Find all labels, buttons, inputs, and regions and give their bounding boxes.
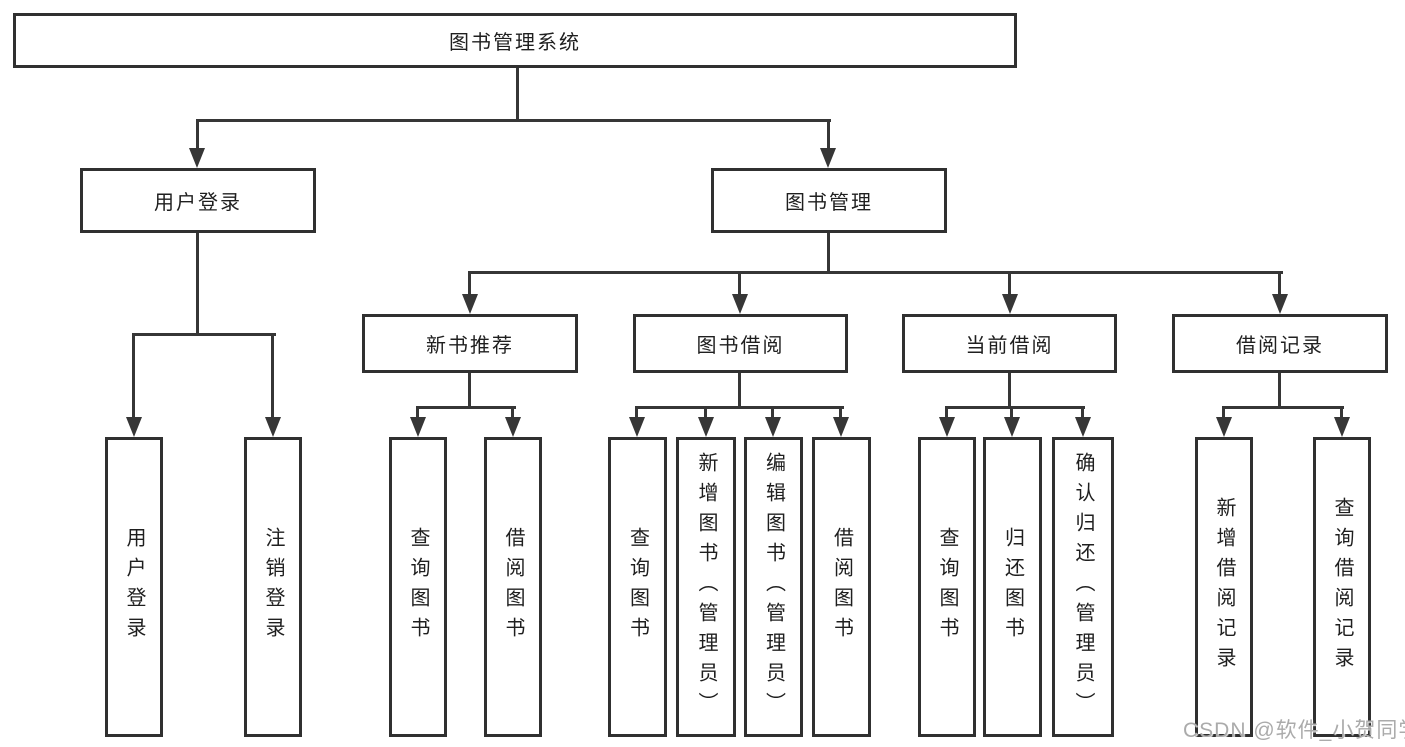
edge-book-borrowing-bar bbox=[635, 406, 844, 409]
edge-to-add-book-stem bbox=[704, 406, 707, 419]
node-user-login-leaf: 用户登录 bbox=[105, 437, 163, 737]
arrow-current-borrowing bbox=[1002, 294, 1018, 314]
edge-to-book-borrowing-stem bbox=[738, 271, 741, 297]
edge-to-new-book-rec-stem bbox=[468, 271, 471, 297]
node-borrow-books-rec: 借阅图书 bbox=[484, 437, 542, 737]
edge-current-borrowing-bar bbox=[945, 406, 1085, 409]
edge-to-login-leaf-stem bbox=[132, 333, 135, 418]
csdn-watermark: CSDN @软件_小贺同学 bbox=[1183, 719, 1405, 742]
edge-to-borrow-records-stem bbox=[1278, 271, 1281, 297]
arrow-new-book-rec bbox=[462, 294, 478, 314]
node-add-borrow-record: 新增借阅记录 bbox=[1195, 437, 1253, 737]
arrow-book-mgmt bbox=[820, 148, 836, 168]
edge-to-book-mgmt-stem bbox=[827, 119, 830, 149]
edge-book-mgmt-bar bbox=[468, 271, 1283, 274]
node-book-borrowing: 图书借阅 bbox=[633, 314, 848, 373]
edge-to-query-books-rec-stem bbox=[416, 406, 419, 419]
node-query-books-borrow: 查询图书 bbox=[608, 437, 667, 737]
node-book-management: 图书管理 bbox=[711, 168, 947, 233]
edge-to-user-login-stem bbox=[196, 119, 199, 149]
edge-to-edit-book-stem bbox=[771, 406, 774, 419]
edge-to-confirm-return-stem bbox=[1081, 406, 1084, 419]
node-borrow-book-leaf: 借阅图书 bbox=[812, 437, 871, 737]
edge-user-login-bar bbox=[132, 333, 276, 336]
arrow-query-books-borrow bbox=[629, 417, 645, 437]
node-return-book: 归还图书 bbox=[983, 437, 1042, 737]
node-new-book-recommend: 新书推荐 bbox=[362, 314, 578, 373]
edge-new-book-rec-bar bbox=[416, 406, 516, 409]
edge-root-bar bbox=[196, 119, 831, 122]
arrow-borrow-books-rec bbox=[505, 417, 521, 437]
edge-to-logout-stem bbox=[271, 333, 274, 418]
arrow-confirm-return bbox=[1075, 417, 1091, 437]
edge-to-current-borrowing-stem bbox=[1008, 271, 1011, 297]
edge-new-book-rec-stem bbox=[468, 373, 471, 409]
arrow-add-borrow-record bbox=[1216, 417, 1232, 437]
node-user-login: 用户登录 bbox=[80, 168, 316, 233]
edge-borrow-records-stem bbox=[1278, 373, 1281, 409]
node-confirm-return-admin: 确认归还（管理员） bbox=[1052, 437, 1114, 737]
arrow-login-leaf bbox=[126, 417, 142, 437]
arrow-query-books-current bbox=[939, 417, 955, 437]
node-current-borrowing: 当前借阅 bbox=[902, 314, 1117, 373]
node-logout-leaf: 注销登录 bbox=[244, 437, 302, 737]
arrow-edit-book bbox=[765, 417, 781, 437]
edge-root-stem bbox=[516, 68, 519, 121]
node-add-book-admin: 新增图书（管理员） bbox=[676, 437, 736, 737]
arrow-user-login bbox=[189, 148, 205, 168]
edge-to-query-borrow-record-stem bbox=[1340, 406, 1343, 419]
arrow-query-books-rec bbox=[410, 417, 426, 437]
edge-to-add-borrow-record-stem bbox=[1222, 406, 1225, 419]
arrow-add-book bbox=[698, 417, 714, 437]
arrow-book-borrowing bbox=[732, 294, 748, 314]
edge-user-login-stem bbox=[196, 233, 199, 336]
edge-to-borrow-books-rec-stem bbox=[511, 406, 514, 419]
arrow-return-book bbox=[1004, 417, 1020, 437]
node-edit-book-admin: 编辑图书（管理员） bbox=[744, 437, 803, 737]
edge-to-query-books-borrow-stem bbox=[635, 406, 638, 419]
edge-to-query-books-current-stem bbox=[945, 406, 948, 419]
edge-current-borrowing-stem bbox=[1008, 373, 1011, 409]
node-query-books-rec: 查询图书 bbox=[389, 437, 447, 737]
node-query-borrow-record: 查询借阅记录 bbox=[1313, 437, 1371, 737]
arrow-borrow-book bbox=[833, 417, 849, 437]
edge-to-return-book-stem bbox=[1010, 406, 1013, 419]
arrow-query-borrow-record bbox=[1334, 417, 1350, 437]
edge-book-mgmt-stem bbox=[827, 233, 830, 274]
arrow-logout bbox=[265, 417, 281, 437]
edge-borrow-records-bar bbox=[1222, 406, 1344, 409]
arrow-borrow-records bbox=[1272, 294, 1288, 314]
node-borrow-records: 借阅记录 bbox=[1172, 314, 1388, 373]
edge-to-borrow-book-stem bbox=[839, 406, 842, 419]
node-library-system: 图书管理系统 bbox=[13, 13, 1017, 68]
node-query-books-current: 查询图书 bbox=[918, 437, 976, 737]
edge-book-borrowing-stem bbox=[738, 373, 741, 409]
